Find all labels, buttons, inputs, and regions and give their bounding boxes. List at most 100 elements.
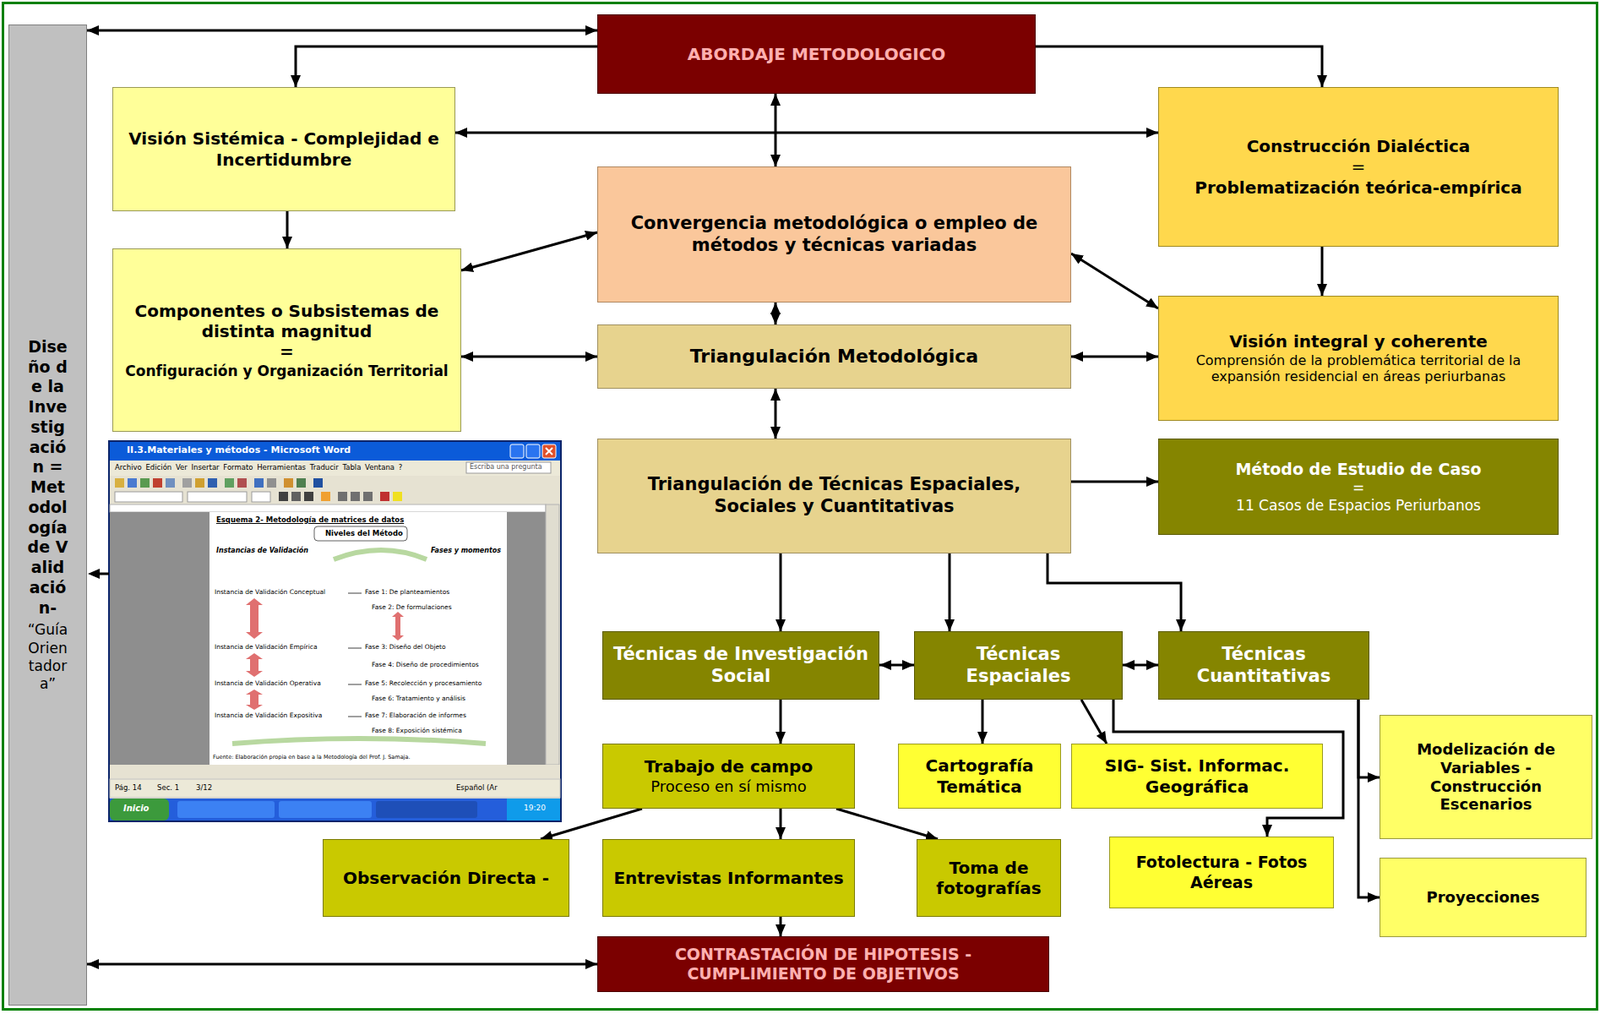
method-box <box>314 526 408 541</box>
status-bar <box>109 778 561 798</box>
screenshot-text: Fase 8: Exposición sistémica <box>371 727 463 735</box>
node-text: Técnicas Espaciales <box>923 643 1114 687</box>
heading-box: CONTRASTACIÓN DE HIPOTESIS - CUMPLIMIENT… <box>597 936 1050 992</box>
connector <box>981 699 985 744</box>
screenshot-text: Instancia de Validación Empírica <box>214 643 318 651</box>
screenshot-text: Fase 3: Diseño del Objeto <box>364 643 447 651</box>
drawing-toolbar <box>109 764 561 779</box>
node-text: Entrevistas Informantes <box>611 867 846 888</box>
node-text: Visión integral y coherente <box>1167 331 1550 352</box>
search-box <box>466 462 551 474</box>
connector <box>1071 355 1159 359</box>
node-text: CONTRASTACIÓN DE HIPOTESIS - CUMPLIMIENT… <box>606 944 1040 984</box>
connector <box>1071 480 1159 484</box>
connector <box>87 29 598 33</box>
process-box: Convergencia metodológica o empleo de mé… <box>597 166 1072 303</box>
screenshot-text: Instancia de Validación Conceptual <box>214 588 326 596</box>
process-box: Visión Sistémica - Complejidad e Incerti… <box>112 87 456 212</box>
connector <box>779 808 783 839</box>
node-text: Observación Directa - <box>331 867 561 888</box>
screenshot-text: Sec. 1 <box>157 783 180 792</box>
screenshot-text: Pág. 14 <box>114 783 142 792</box>
node-text: Triangulación Metodológica <box>606 345 1062 369</box>
window-frame <box>108 440 561 822</box>
taskbar <box>109 798 561 821</box>
connector <box>1358 699 1380 898</box>
connector <box>1047 553 1181 632</box>
toolbar-icons <box>114 478 403 502</box>
node-text: Proyecciones <box>1388 887 1578 907</box>
start-button <box>109 798 169 821</box>
node-text: Modelización de Variables - Construcción… <box>1388 740 1584 815</box>
screenshot-text: Escriba una pregunta <box>469 463 543 472</box>
document-page <box>209 511 507 765</box>
node-text: Problematización teórica-empírica <box>1167 177 1550 198</box>
green-arc <box>232 738 486 744</box>
node-text: Cartografía Temática <box>907 755 1052 797</box>
node-text: Construcción Dialéctica <box>1167 136 1550 157</box>
node-text: = <box>1167 478 1550 497</box>
connector <box>1071 253 1159 309</box>
close-cross <box>545 447 553 455</box>
connector <box>1358 699 1380 778</box>
connector <box>774 302 778 325</box>
node-text: Componentes o Subsistemas de distinta ma… <box>121 300 452 343</box>
node-text: = <box>1167 156 1550 177</box>
process-box: Observación Directa - <box>322 838 570 917</box>
node-text: Convergencia metodológica o empleo de mé… <box>606 212 1062 256</box>
node-text: Comprensión de la problemática territori… <box>1167 352 1550 386</box>
screenshot-text: Instancia de Validación Expositiva <box>214 712 322 719</box>
phase-links <box>348 593 362 717</box>
node-text: SIG- Sist. Informac. Geográfica <box>1080 755 1314 797</box>
screenshot-text: Fase 7: Elaboración de informes <box>364 712 467 719</box>
node-text: Técnicas Cuantitativas <box>1167 643 1361 687</box>
tray <box>506 798 561 821</box>
window-button <box>510 444 524 458</box>
process-box: Técnicas Cuantitativas <box>1158 631 1370 700</box>
node-text: Técnicas de Investigación Social <box>611 643 871 687</box>
screenshot-text: Fase 5: Recolección y procesamiento <box>364 680 482 687</box>
screenshot-text: Español (Ar <box>456 783 498 792</box>
process-box: Fotolectura - Fotos Aéreas <box>1109 836 1334 909</box>
connector <box>286 211 289 249</box>
process-box: Componentes o Subsistemas de distinta ma… <box>112 248 462 432</box>
connector <box>774 93 778 167</box>
screenshot-text: 19:20 <box>523 804 546 813</box>
task-button <box>278 800 372 818</box>
process-box: Técnicas de Investigación Social <box>602 631 880 700</box>
process-box: Método de Estudio de Caso=11 Casos de Es… <box>1158 438 1559 535</box>
connector <box>774 388 778 439</box>
connector <box>1081 699 1107 744</box>
screenshot-text: Archivo Edición Ver Insertar Formato Her… <box>114 463 403 472</box>
screenshot-text: Fases y momentos <box>430 547 501 556</box>
process-box: Entrevistas Informantes <box>602 838 855 917</box>
process-box: Proyecciones <box>1379 857 1587 937</box>
connector <box>779 553 783 632</box>
close-button <box>542 444 556 458</box>
node-text: = <box>121 341 452 362</box>
node-text: Trabajo de campo <box>611 756 846 777</box>
green-arc <box>333 549 427 560</box>
process-box: SIG- Sist. Informac. Geográfica <box>1071 743 1323 809</box>
node-text: Fotolectura - Fotos Aéreas <box>1118 852 1325 892</box>
heading-box: ABORDAJE METODOLOGICO <box>597 14 1036 94</box>
connector <box>879 663 915 667</box>
connector <box>295 46 598 88</box>
ruler <box>109 504 546 512</box>
window-button <box>526 444 540 458</box>
screenshot-text: Esquema 2- Metodología de matrices de da… <box>216 516 404 524</box>
task-button <box>375 800 478 818</box>
node-text: Proceso en sí mismo <box>611 777 846 796</box>
side-band: Diseño de la Investigación = Metodología… <box>8 24 88 1006</box>
node-text: ABORDAJE METODOLOGICO <box>606 43 1027 65</box>
process-box: Triangulación de Técnicas Espaciales, So… <box>597 438 1072 554</box>
process-box: Construcción Dialéctica=Problematización… <box>1158 87 1559 247</box>
process-box: Visión integral y coherenteComprensión d… <box>1158 295 1559 421</box>
connector <box>779 699 783 744</box>
connector <box>836 808 938 839</box>
connector <box>455 131 1159 135</box>
connector <box>1122 663 1159 667</box>
connector <box>540 808 643 839</box>
node-text: Diseño de la Investigación = Metodología… <box>26 337 71 619</box>
connector <box>461 232 598 271</box>
